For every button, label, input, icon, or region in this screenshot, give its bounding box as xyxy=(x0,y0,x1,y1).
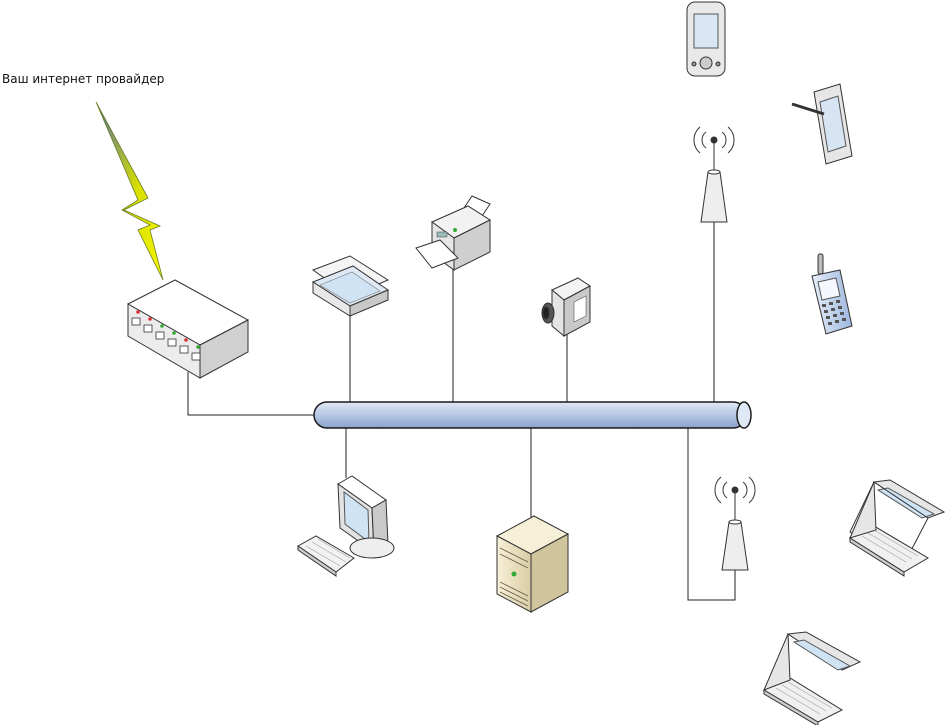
wireless-antenna-icon xyxy=(714,476,756,571)
connection-lines xyxy=(187,222,736,601)
cell-phone-icon xyxy=(811,253,853,335)
laptop-icon xyxy=(848,479,946,577)
lightning-bolt-icon xyxy=(95,101,164,281)
pda-icon xyxy=(686,1,726,77)
wireless-antenna-icon xyxy=(693,126,735,223)
antenna-bottom-link xyxy=(687,428,736,601)
server-icon xyxy=(495,515,570,613)
printer-icon xyxy=(415,195,492,271)
tablet-icon xyxy=(791,83,853,165)
laptop-icon xyxy=(762,631,862,725)
camcorder-icon xyxy=(541,277,591,338)
router-link xyxy=(187,372,314,416)
network-bus xyxy=(313,401,752,429)
router-icon xyxy=(126,279,250,379)
isp-label: Ваш интернет провайдер xyxy=(2,72,165,86)
desktop-pc-icon xyxy=(297,475,395,577)
scanner-icon xyxy=(311,255,390,317)
